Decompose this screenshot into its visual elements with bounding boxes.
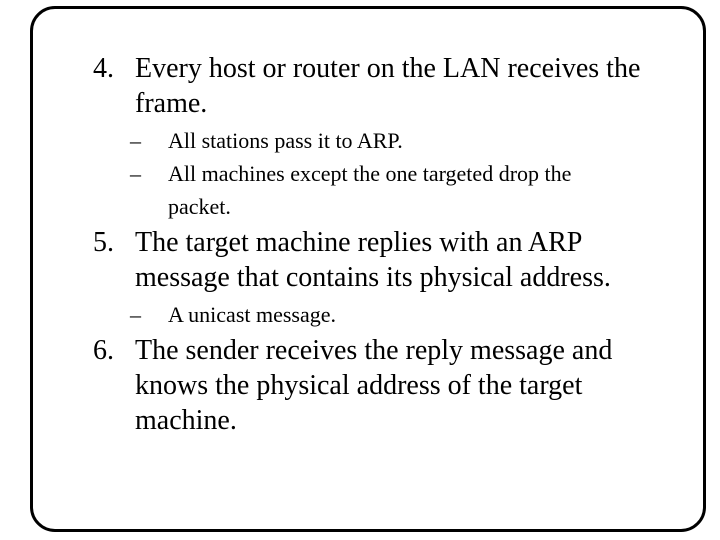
dash-marker: – — [130, 302, 141, 327]
numbered-item-5: 5. The target machine replies with an AR… — [93, 225, 680, 295]
sub-bullet-group: – All stations pass it to ARP. – All mac… — [130, 124, 680, 223]
item-text: Every host or router on the LAN receives… — [135, 53, 641, 119]
dash-marker: – — [130, 161, 141, 186]
numbered-item-6: 6. The sender receives the reply message… — [93, 333, 680, 438]
item-text: The sender receives the reply message an… — [135, 335, 613, 436]
sub-bullet: – A unicast message. — [130, 298, 680, 331]
numbered-item-4: 4. Every host or router on the LAN recei… — [93, 51, 680, 121]
sub-bullet-text: All stations pass it to ARP. — [168, 128, 403, 153]
dash-marker: – — [130, 128, 141, 153]
item-number: 5. — [93, 227, 114, 258]
sub-bullet-group: – A unicast message. — [130, 298, 680, 331]
slide-body-text: 4. Every host or router on the LAN recei… — [0, 51, 720, 438]
item-number: 6. — [93, 335, 114, 366]
sub-bullet: – All stations pass it to ARP. — [130, 124, 680, 157]
item-number: 4. — [93, 53, 114, 84]
sub-bullet: – All machines except the one targeted d… — [130, 157, 680, 223]
sub-bullet-text: A unicast message. — [168, 302, 337, 327]
item-text: The target machine replies with an ARP m… — [135, 227, 611, 293]
sub-bullet-text: All machines except the one targeted dro… — [168, 161, 572, 219]
